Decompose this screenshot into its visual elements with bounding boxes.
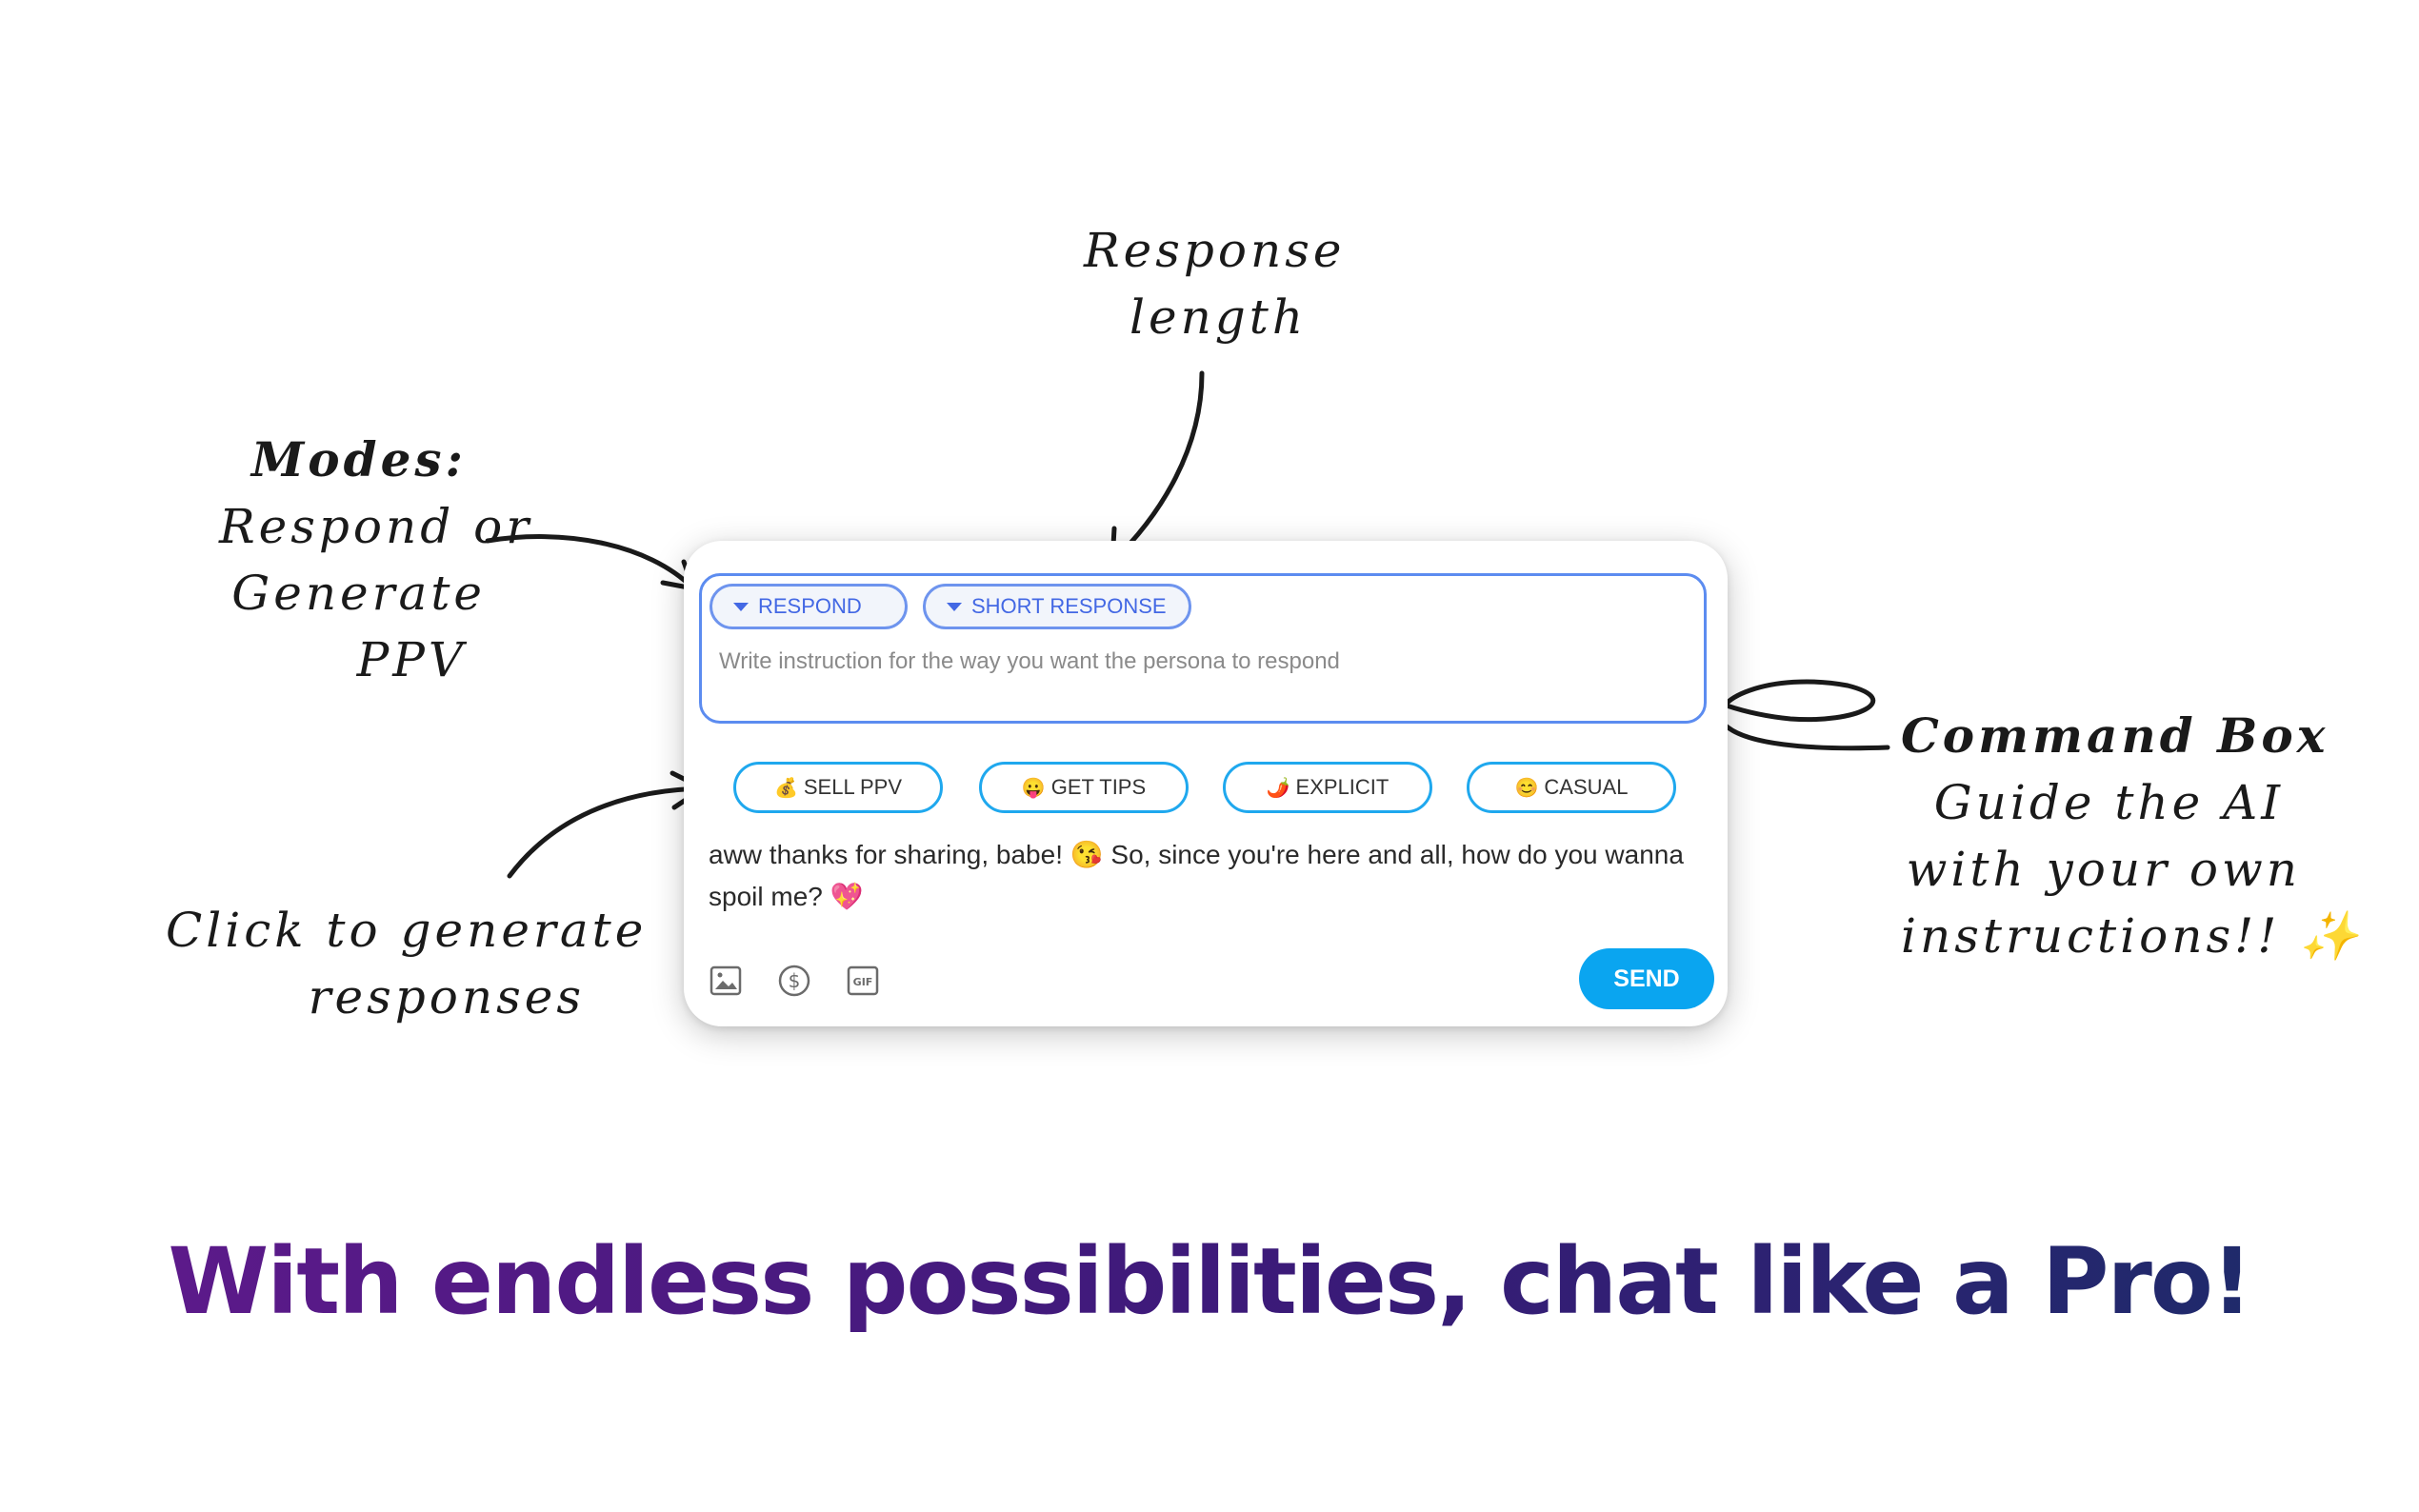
mode-dropdown-label: RESPOND [758,594,862,618]
money-bag-icon: 💰 [773,777,798,799]
chat-composer-card: RESPOND SHORT RESPONSE Write instruction… [684,541,1728,1026]
headline: With endless possibilities, chat like a … [0,1228,2419,1335]
annotation-line: instructions!! ✨ [1901,908,2363,964]
click-arrow [507,786,706,879]
instruction-input[interactable]: Write instruction for the way you want t… [719,648,1340,674]
length-dropdown-label: SHORT RESPONSE [971,594,1167,618]
quick-button-label: CASUAL [1544,775,1629,799]
response-length-annotation: Response length [1084,217,1345,350]
headline-text: With endless possibilities, chat like a … [168,1228,2252,1335]
quick-button-label: GET TIPS [1050,775,1147,799]
command-box[interactable]: RESPOND SHORT RESPONSE Write instruction… [699,573,1707,724]
annotation-line: Response [1084,223,1346,278]
smile-face-icon: 😊 [1514,777,1539,799]
image-icon[interactable] [707,962,745,1000]
annotation-heading: Modes: [250,431,467,487]
tongue-face-icon: 😛 [1021,777,1046,799]
quick-button-label: SELL PPV [803,775,903,799]
get-tips-button[interactable]: 😛 GET TIPS [979,762,1189,813]
explicit-button[interactable]: 🌶️ EXPLICIT [1223,762,1432,813]
annotation-line: length [1130,289,1308,345]
annotation-line: Guide the AI [1933,775,2284,830]
length-dropdown[interactable]: SHORT RESPONSE [923,584,1191,629]
annotation-line: Generate [231,566,486,621]
annotation-heading: Command Box [1901,707,2329,764]
gif-icon[interactable]: GIF [844,962,882,1000]
annotation-line: Respond or [219,499,533,554]
message-text[interactable]: aww thanks for sharing, babe! 😘 So, sinc… [709,840,1684,911]
quick-button-label: EXPLICIT [1295,775,1389,799]
mode-dropdown[interactable]: RESPOND [710,584,908,629]
annotation-line: Click to generate [166,903,648,958]
response-length-arrow [1110,370,1205,565]
annotation-line: PPV [356,632,467,687]
casual-button[interactable]: 😊 CASUAL [1467,762,1676,813]
dollar-icon[interactable]: $ [775,962,813,1000]
caret-down-icon [947,602,962,611]
annotation-line: with your own [1906,842,2301,897]
send-button[interactable]: SEND [1579,948,1714,1009]
svg-text:$: $ [789,969,801,992]
caret-down-icon [733,602,749,611]
sell-ppv-button[interactable]: 💰 SELL PPV [733,762,943,813]
chili-pepper-icon: 🌶️ [1266,777,1290,799]
annotation-line: responses [308,969,585,1025]
modes-annotation: Modes: Respond or Generate PPV [219,427,533,693]
command-box-annotation: Command Box Guide the AI with your own i… [1901,703,2363,969]
svg-text:GIF: GIF [853,976,873,988]
click-hint-annotation: Click to generate responses [166,897,648,1030]
